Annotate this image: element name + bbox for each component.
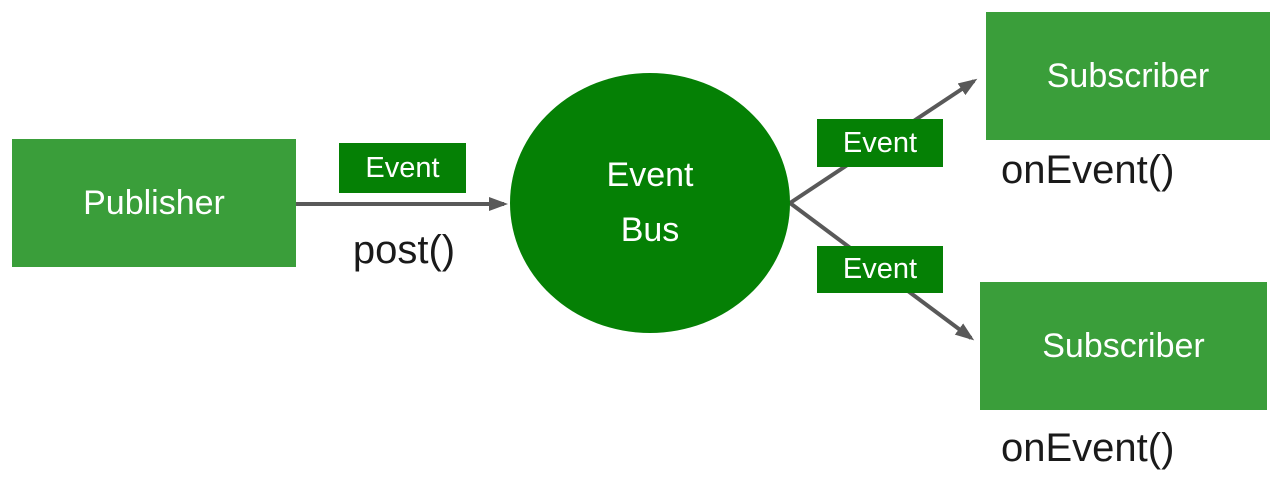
- event-bus-label-line2: Bus: [620, 211, 680, 249]
- subscriber-box-top: Subscriber: [986, 12, 1270, 140]
- event-chip-subscribe-top: Event: [817, 119, 943, 167]
- event-chip-subscribe-top-label: Event: [842, 126, 918, 159]
- onevent-method-label-bottom: onEvent(): [1001, 426, 1175, 470]
- subscriber-top-label: Subscriber: [1046, 56, 1210, 95]
- subscriber-bottom-label: Subscriber: [1042, 326, 1205, 365]
- event-bus-circle: Event Bus: [510, 73, 790, 333]
- event-bus-label-line1: Event: [606, 156, 694, 194]
- event-chip-publish: Event: [339, 143, 466, 193]
- event-chip-publish-label: Event: [365, 151, 440, 184]
- publisher-label: Publisher: [83, 183, 225, 222]
- publisher-box: Publisher: [12, 139, 296, 267]
- post-method-label: post(): [352, 228, 456, 272]
- event-chip-subscribe-bottom: Event: [817, 246, 943, 293]
- subscriber-box-bottom: Subscriber: [980, 282, 1267, 410]
- onevent-method-label-top: onEvent(): [1001, 148, 1175, 192]
- event-chip-subscribe-bottom-label: Event: [842, 253, 918, 285]
